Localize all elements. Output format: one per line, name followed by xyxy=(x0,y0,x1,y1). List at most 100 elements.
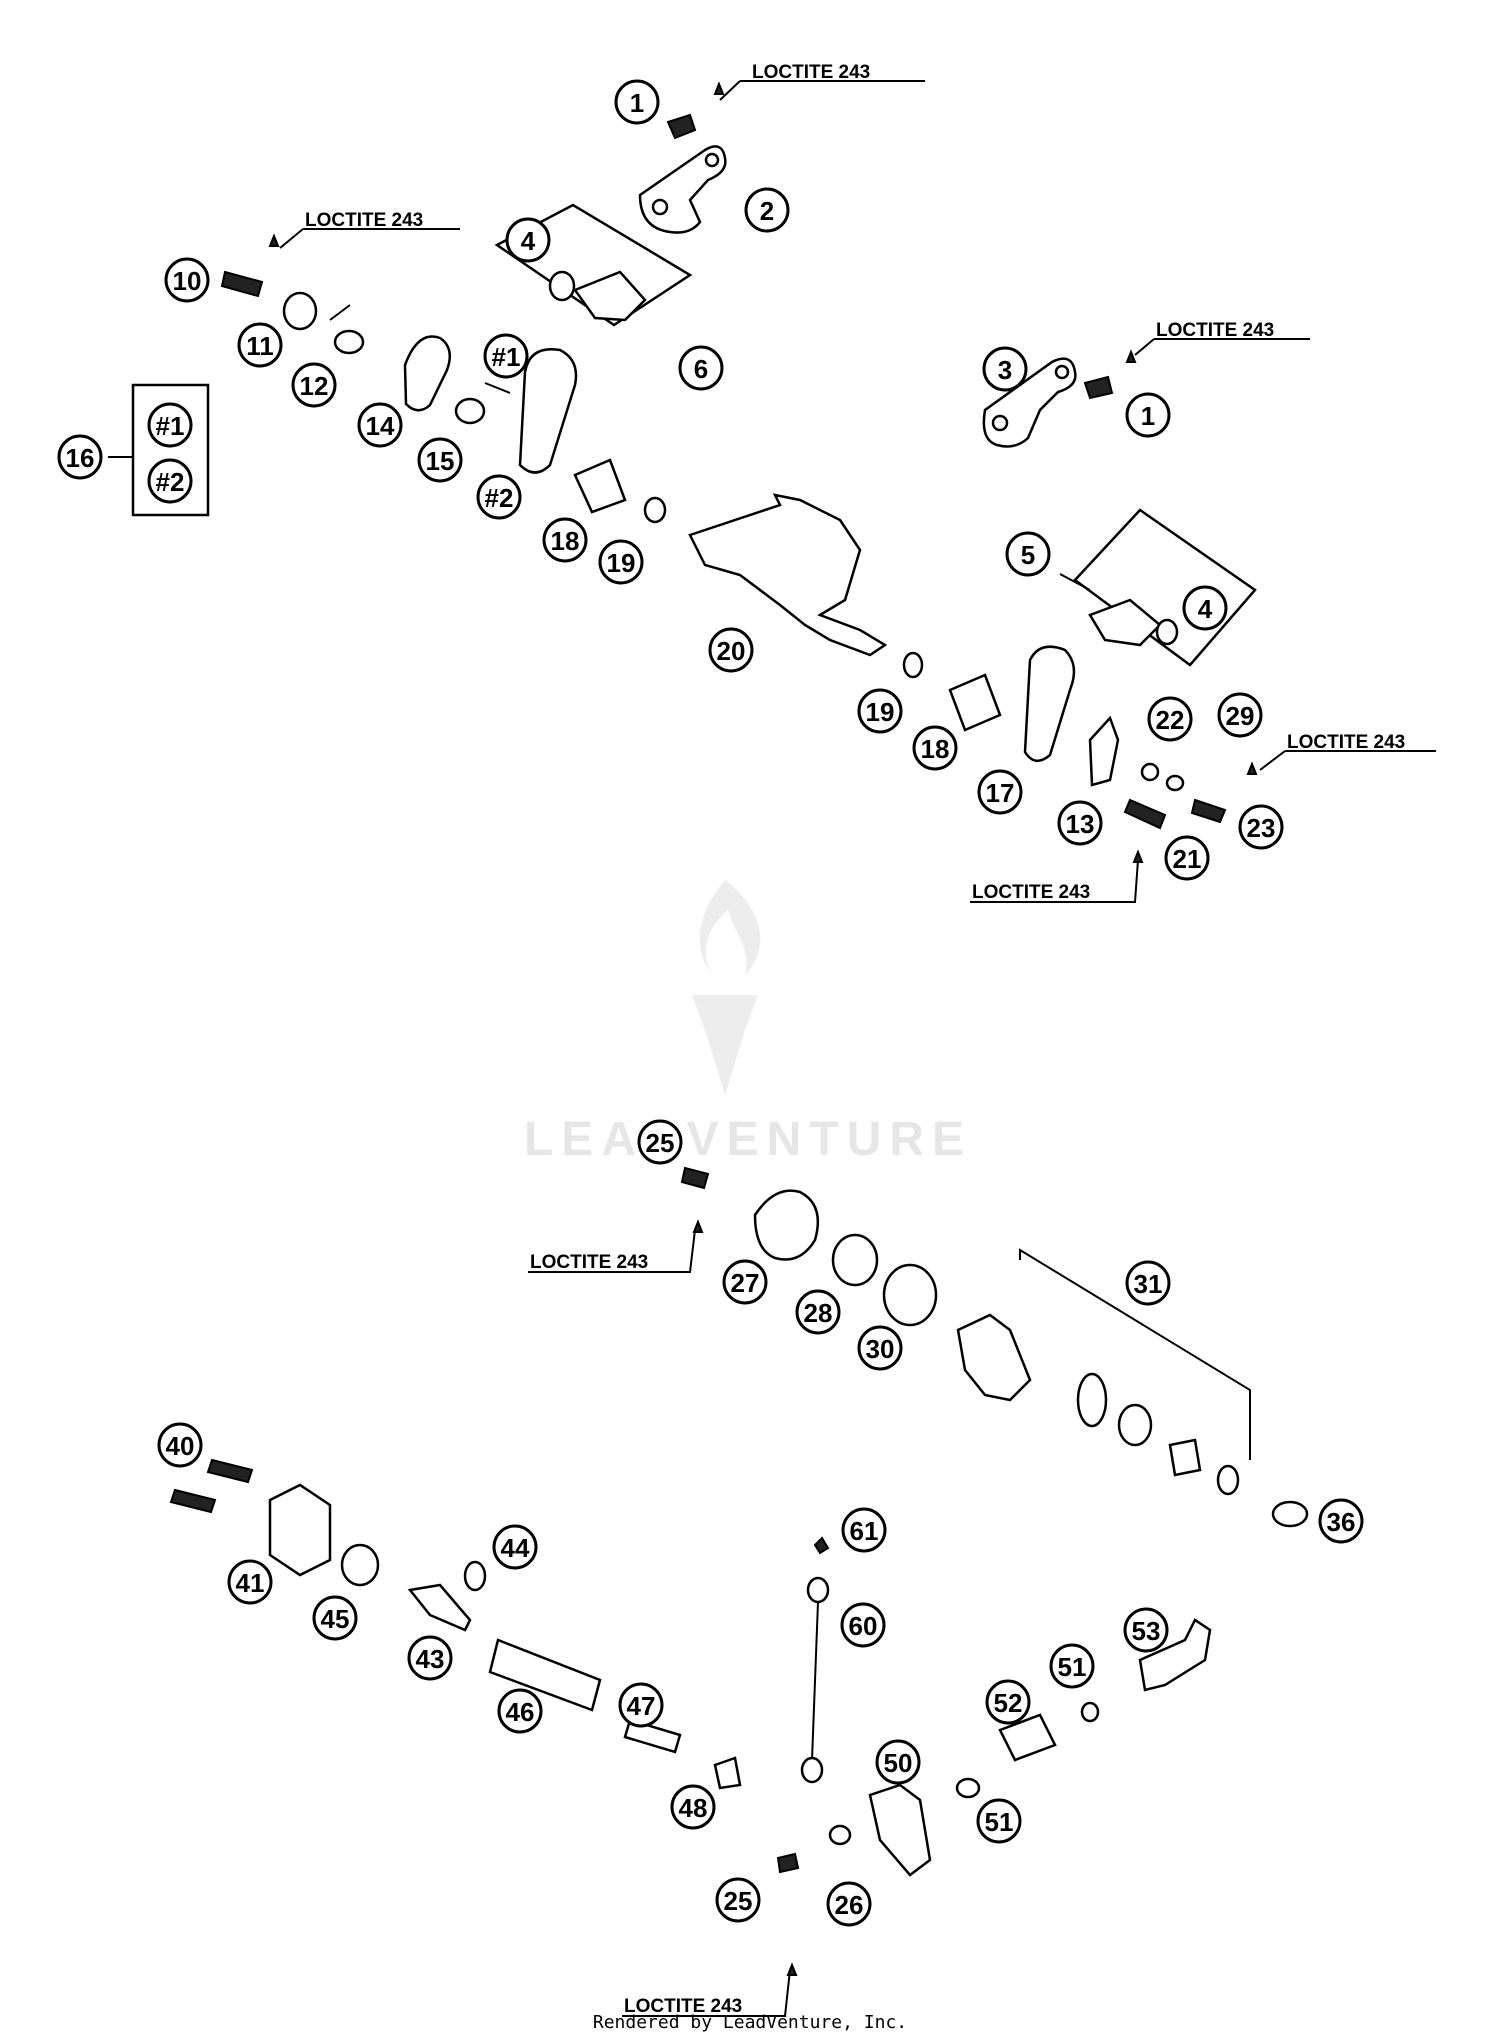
callout-number: 36 xyxy=(1327,1507,1356,1537)
screw-10 xyxy=(220,270,264,298)
callout-19: 19 xyxy=(857,688,903,734)
callout-circle xyxy=(497,1688,543,1734)
cover-41 xyxy=(268,1483,332,1577)
callout-31: 31 xyxy=(1125,1260,1171,1306)
callout-5: 5 xyxy=(1005,531,1051,577)
top-assembly-parts xyxy=(108,113,1257,830)
callout-40: 40 xyxy=(157,1422,203,1468)
callout-circle xyxy=(744,187,790,233)
callout-47: 47 xyxy=(618,1682,664,1728)
callout-circle xyxy=(1217,692,1263,738)
callout-number: #1 xyxy=(156,411,185,441)
callout-number: 30 xyxy=(866,1334,895,1364)
callout-circle xyxy=(1238,804,1284,850)
callout-number: 50 xyxy=(884,1748,913,1778)
spring-47 xyxy=(623,1718,682,1754)
washer-22 xyxy=(1140,762,1160,782)
callout-number: 47 xyxy=(627,1691,656,1721)
drop-icon xyxy=(1132,849,1144,863)
callout-27: 27 xyxy=(722,1259,768,1305)
callout-circle xyxy=(912,725,958,771)
callout-51: 51 xyxy=(976,1798,1022,1844)
segment-27 xyxy=(753,1189,820,1261)
callout-28: 28 xyxy=(795,1289,841,1335)
lever-arm-upper xyxy=(518,348,578,474)
callout-number: 43 xyxy=(416,1644,445,1674)
callout-kit-1: #1 xyxy=(147,402,193,448)
callout-number: 60 xyxy=(849,1611,878,1641)
callout-number: #1 xyxy=(492,342,521,372)
lever-50 xyxy=(868,1783,932,1877)
callout-number: 51 xyxy=(985,1807,1014,1837)
leader-line xyxy=(970,859,1139,903)
rod-end-top xyxy=(806,1576,830,1604)
gear-shaft-31 xyxy=(956,1313,1032,1402)
callout-kit-2: #2 xyxy=(147,458,193,504)
callout-circle xyxy=(637,1119,683,1165)
callout-circle xyxy=(57,434,103,480)
callout-14: 14 xyxy=(357,402,403,448)
callout-15: 15 xyxy=(417,437,463,483)
loctite-label: LOCTITE 243 xyxy=(305,210,423,231)
washer-26 xyxy=(828,1824,852,1846)
callout-circle xyxy=(1164,835,1210,881)
drop-icon xyxy=(1246,761,1258,775)
callout-circle xyxy=(1147,696,1193,742)
callout-circle xyxy=(1057,800,1103,846)
callout-circle xyxy=(291,362,337,408)
loctite-label: LOCTITE 243 xyxy=(1287,732,1405,753)
loctite-drops xyxy=(268,81,1258,1976)
callout-number: 14 xyxy=(366,411,395,441)
watermark-text: LEADVENTURE xyxy=(524,1113,972,1166)
bushing-18-right xyxy=(948,673,1002,732)
callout-number: 5 xyxy=(1021,540,1035,570)
washer-36 xyxy=(1271,1500,1309,1528)
callout-circle xyxy=(982,346,1028,392)
callout-number: 28 xyxy=(804,1298,833,1328)
leader-line xyxy=(622,1969,791,2017)
callout-48: 48 xyxy=(670,1784,716,1830)
callout-circle xyxy=(985,1679,1031,1725)
bearing-30 xyxy=(882,1263,938,1327)
callout-36: 36 xyxy=(1318,1498,1364,1544)
shaft-part-5 xyxy=(1088,598,1162,647)
linkage-rod-60 xyxy=(811,1601,819,1761)
callout-26: 26 xyxy=(826,1881,872,1927)
callout-60: 60 xyxy=(840,1602,886,1648)
shift-shaft-20 xyxy=(688,493,888,657)
callout-number: 4 xyxy=(1198,594,1213,624)
loctite-label: LOCTITE 243 xyxy=(972,882,1090,903)
callout-circle xyxy=(708,627,754,673)
callout-number: 23 xyxy=(1247,813,1276,843)
callout-number: 15 xyxy=(426,446,455,476)
leader-line xyxy=(719,80,741,101)
callout-number: 53 xyxy=(1132,1616,1161,1646)
callout-4: 4 xyxy=(1182,585,1228,631)
callout-number: #2 xyxy=(485,483,514,513)
callout-circle xyxy=(976,1798,1022,1844)
callout-circle xyxy=(670,1784,716,1830)
callout-53: 53 xyxy=(1123,1607,1169,1653)
callout-circle xyxy=(147,402,193,448)
o-ring-4 xyxy=(548,270,576,302)
callout-number: 46 xyxy=(506,1697,535,1727)
callout-number: 13 xyxy=(1066,809,1095,839)
callout-circle xyxy=(826,1881,872,1927)
leader-lines xyxy=(279,80,1436,2017)
callout-20: 20 xyxy=(708,627,754,673)
washer xyxy=(1117,1403,1153,1447)
callout-2: 2 xyxy=(744,187,790,233)
drop-icon xyxy=(786,1962,798,1976)
washer-51-lower xyxy=(955,1777,981,1799)
callout-29: 29 xyxy=(1217,692,1263,738)
plate-hole xyxy=(704,152,720,168)
callout-51: 51 xyxy=(1049,1643,1095,1689)
callout-bubbles: 12461011121415#1#216#1#23118192054191817… xyxy=(57,79,1364,1927)
sleeve xyxy=(1168,1438,1202,1477)
callout-circle xyxy=(1005,531,1051,577)
flame-logo-icon xyxy=(699,880,761,975)
callout-50: 50 xyxy=(875,1739,921,1785)
callout-number: 22 xyxy=(1156,705,1185,735)
callout-number: 19 xyxy=(607,548,636,578)
callout-circle xyxy=(1049,1643,1095,1689)
